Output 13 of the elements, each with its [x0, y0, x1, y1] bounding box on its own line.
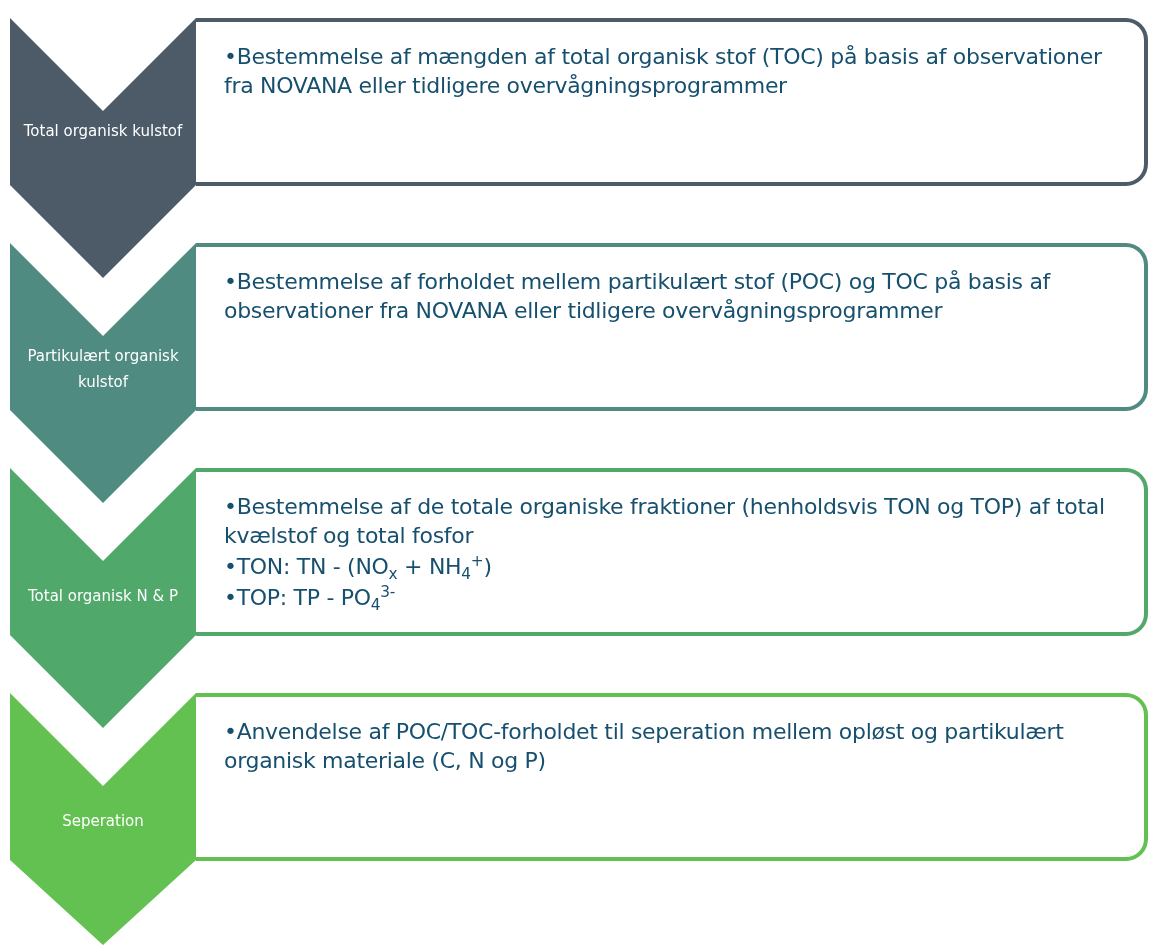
text-panel [196, 693, 1148, 861]
bullet-text: •Bestemmelse af forholdet mellem partikulært stof (POC) og TOC på basis af observationer fra NOVANA eller tidligere overvågningsprogrammer [224, 268, 1052, 325]
step-label: Seperation [61, 811, 145, 832]
step-label: Total organisk kulstof [22, 121, 184, 142]
bullet-text: •Bestemmelse af mængden af total organisk stof (TOC) på basis af observationer fra NOVANA eller tidligere overvågningsprogrammer [224, 43, 1103, 100]
step-label: Total organisk N & P [26, 586, 179, 607]
text-panel [196, 243, 1148, 411]
text-panel [196, 468, 1148, 636]
bullet-text: •Anvendelse af POC/TOC-forholdet til seperation mellem opløst og partikulært organisk materiale (C, N og P) [224, 718, 1065, 775]
bullet-text: •Bestemmelse af de totale organiske fraktioner (henholdsvis TON og TOP) af total kvælstof og total fosfor [224, 493, 1106, 550]
text-panel [196, 18, 1148, 186]
bullet-text: •TON: TN - (NO$_{x}$ + NH$_{4}$$^{+}$) [224, 552, 493, 581]
step-label: Partikulært organisk kulstof [26, 346, 180, 393]
